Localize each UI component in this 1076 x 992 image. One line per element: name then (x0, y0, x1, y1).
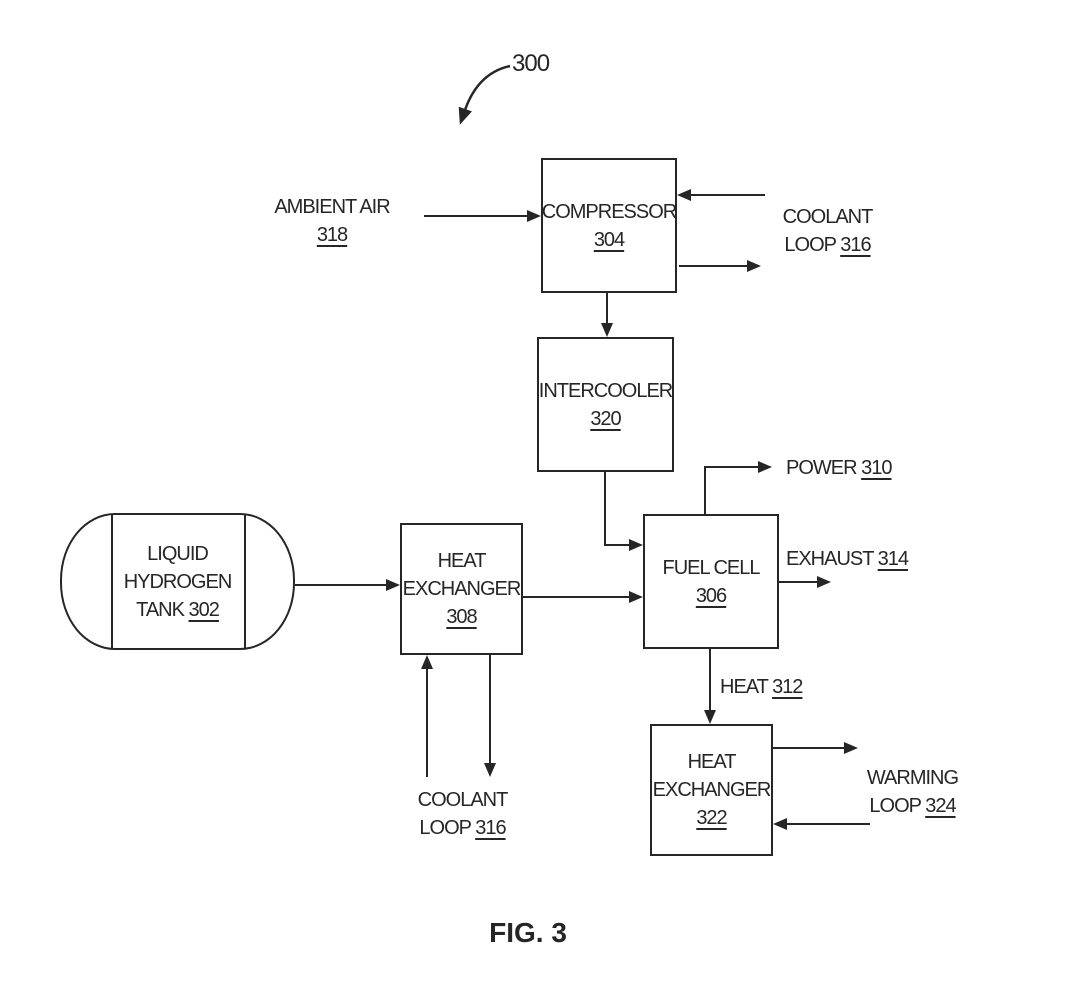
compressor-ref: 304 (593, 228, 625, 251)
figure-lead-arrow-icon (458, 64, 511, 125)
ambient-air-label: AMBIENT AIR 318 (262, 193, 402, 249)
connector-coolant-into-heat-exchanger-308 (426, 669, 428, 777)
heat-exchanger-308-ref: 308 (446, 606, 477, 628)
exhaust-label: EXHAUST 314 (786, 545, 909, 573)
heat-text: HEAT (720, 676, 768, 698)
tank-ref: 302 (188, 598, 220, 621)
connector-fuel-cell-to-exhaust (779, 581, 817, 583)
figure-reference-number: 300 (512, 50, 550, 77)
heat-exchanger-308-title-line2: EXCHANGER (402, 578, 522, 600)
connector-heat-exchanger-322-out (773, 747, 844, 749)
connector-compressor-to-intercooler (606, 293, 608, 324)
coolant-loop-bottom-label: COOLANT LOOP 316 (405, 786, 520, 842)
connector-ambient-air-to-compressor (424, 215, 528, 217)
heat-exchanger-322-title-line1: HEAT (687, 751, 737, 773)
arrowhead-warming-in-icon (773, 818, 787, 830)
coolant-loop-bottom-ref: 316 (475, 817, 506, 839)
connector-warming-into-heat-exchanger-322 (787, 823, 870, 825)
liquid-hydrogen-tank-shape: LIQUID HYDROGEN TANK 302 (60, 513, 295, 650)
intercooler-title: INTERCOOLER (538, 379, 673, 402)
power-label: POWER 310 (786, 454, 893, 482)
arrowhead-tank-to-heat-exchanger-308-icon (386, 579, 400, 591)
connector-fuel-cell-to-power-horizontal (704, 466, 758, 468)
arrowhead-intercooler-to-fuel-cell-icon (629, 539, 643, 551)
tank-title-word: TANK (136, 598, 185, 621)
arrowhead-compressor-to-intercooler-icon (601, 323, 613, 337)
connector-fuel-cell-to-power-vertical (704, 467, 706, 514)
tank-title-line1: LIQUID (147, 542, 209, 565)
power-text: POWER (786, 457, 858, 479)
arrowhead-heat-exchanger-308-to-fuel-cell-icon (629, 591, 643, 603)
figure-caption: FIG. 3 (489, 917, 567, 948)
connector-coolant-out-of-compressor (679, 265, 747, 267)
warming-loop-word: LOOP (869, 795, 921, 817)
fuel-cell-title: FUEL CELL (662, 556, 761, 579)
fuel-cell-ref: 306 (695, 584, 727, 607)
coolant-loop-bottom-word: LOOP (419, 817, 471, 839)
compressor-title: COMPRESSOR (541, 200, 677, 223)
ambient-air-ref: 318 (316, 224, 348, 246)
compressor-box: COMPRESSOR 304 (541, 158, 677, 293)
heat-exchanger-308-title-line1: HEAT (437, 550, 487, 572)
coolant-loop-right-line1: COOLANT (782, 206, 874, 228)
coolant-loop-bottom-line1: COOLANT (417, 789, 509, 811)
connector-coolant-into-compressor (691, 194, 765, 196)
tank-title-line2: HYDROGEN (123, 570, 233, 593)
coolant-loop-bottom-line2: LOOP 316 (405, 814, 520, 842)
heat-exchanger-322-box: HEAT EXCHANGER 322 (650, 724, 773, 856)
connector-intercooler-to-fuel-cell-horizontal (604, 544, 630, 546)
coolant-loop-right-label: COOLANT LOOP 316 (770, 203, 885, 259)
arrowhead-coolant-into-heat-exchanger-308-icon (421, 655, 433, 669)
ambient-air-text: AMBIENT AIR (274, 196, 390, 218)
connector-coolant-out-of-heat-exchanger-308 (489, 655, 491, 763)
warming-loop-line1: WARMING (866, 767, 959, 789)
connector-tank-to-heat-exchanger-308 (295, 584, 387, 586)
fuel-cell-box: FUEL CELL 306 (643, 514, 779, 649)
heat-exchanger-308-box: HEAT EXCHANGER 308 (400, 523, 523, 655)
power-ref: 310 (861, 457, 892, 479)
connector-intercooler-to-fuel-cell-vertical (604, 471, 606, 546)
arrowhead-coolant-out-of-heat-exchanger-308-icon (484, 763, 496, 777)
arrowhead-exhaust-icon (817, 576, 831, 588)
connector-fuel-cell-to-heat-exchanger-322 (709, 649, 711, 710)
arrowhead-ambient-air-icon (527, 210, 541, 222)
coolant-loop-right-line2: LOOP 316 (770, 231, 885, 259)
connector-heat-exchanger-308-to-fuel-cell (523, 596, 630, 598)
arrowhead-coolant-out-of-compressor-icon (747, 260, 761, 272)
exhaust-text: EXHAUST (786, 548, 874, 570)
warming-loop-ref: 324 (925, 795, 956, 817)
intercooler-ref: 320 (590, 407, 621, 430)
intercooler-box: INTERCOOLER 320 (537, 337, 674, 472)
arrowhead-coolant-into-compressor-icon (677, 189, 691, 201)
warming-loop-line2: LOOP 324 (855, 792, 970, 820)
tank-title-line3: TANK 302 (136, 596, 220, 624)
heat-exchanger-322-ref: 322 (696, 807, 727, 829)
heat-label: HEAT 312 (720, 673, 803, 701)
arrowhead-warming-out-icon (844, 742, 858, 754)
coolant-loop-right-word: LOOP (784, 234, 836, 256)
arrowhead-heat-icon (704, 710, 716, 724)
warming-loop-label: WARMING LOOP 324 (855, 764, 970, 820)
tank-right-divider (244, 515, 246, 648)
tank-left-divider (111, 515, 113, 648)
coolant-loop-right-ref: 316 (840, 234, 871, 256)
exhaust-ref: 314 (877, 548, 909, 570)
heat-exchanger-322-title-line2: EXCHANGER (652, 779, 772, 801)
heat-ref: 312 (772, 676, 803, 698)
arrowhead-power-icon (758, 461, 772, 473)
